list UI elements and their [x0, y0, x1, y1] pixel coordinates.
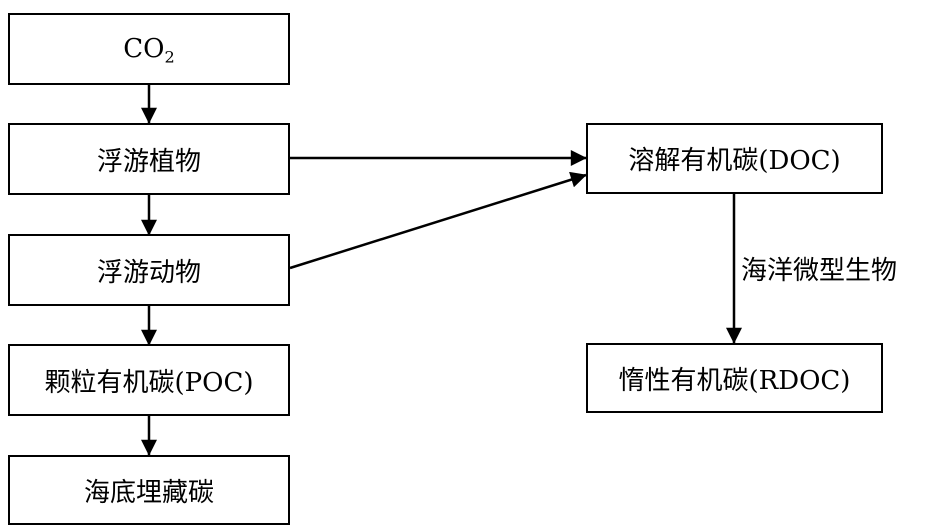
seafloor-carbon-label: 海底埋藏碳: [83, 477, 214, 508]
arrow-zooplankton-to-doc: [289, 171, 587, 270]
zooplankton-label: 浮游动物: [96, 257, 201, 288]
phytoplankton-box: 浮游植物: [8, 123, 290, 195]
doc-label: 溶解有机碳(DOC): [628, 146, 841, 176]
zooplankton-box: 浮游动物: [8, 234, 290, 306]
co2-label: CO2: [123, 34, 175, 67]
rdoc-label: 惰性有机碳(RDOC): [618, 365, 851, 396]
poc-label: 颗粒有机碳(POC): [44, 367, 254, 398]
seafloor-carbon-box: 海底埋藏碳: [8, 455, 290, 525]
doc-box: 溶解有机碳(DOC): [586, 123, 883, 194]
phytoplankton-label: 浮游植物: [96, 146, 201, 177]
co2-box: CO2: [8, 13, 290, 85]
rdoc-box: 惰性有机碳(RDOC): [586, 343, 883, 413]
marine-microbes-label: 海洋微型生物: [741, 256, 898, 286]
poc-box: 颗粒有机碳(POC): [8, 344, 290, 416]
